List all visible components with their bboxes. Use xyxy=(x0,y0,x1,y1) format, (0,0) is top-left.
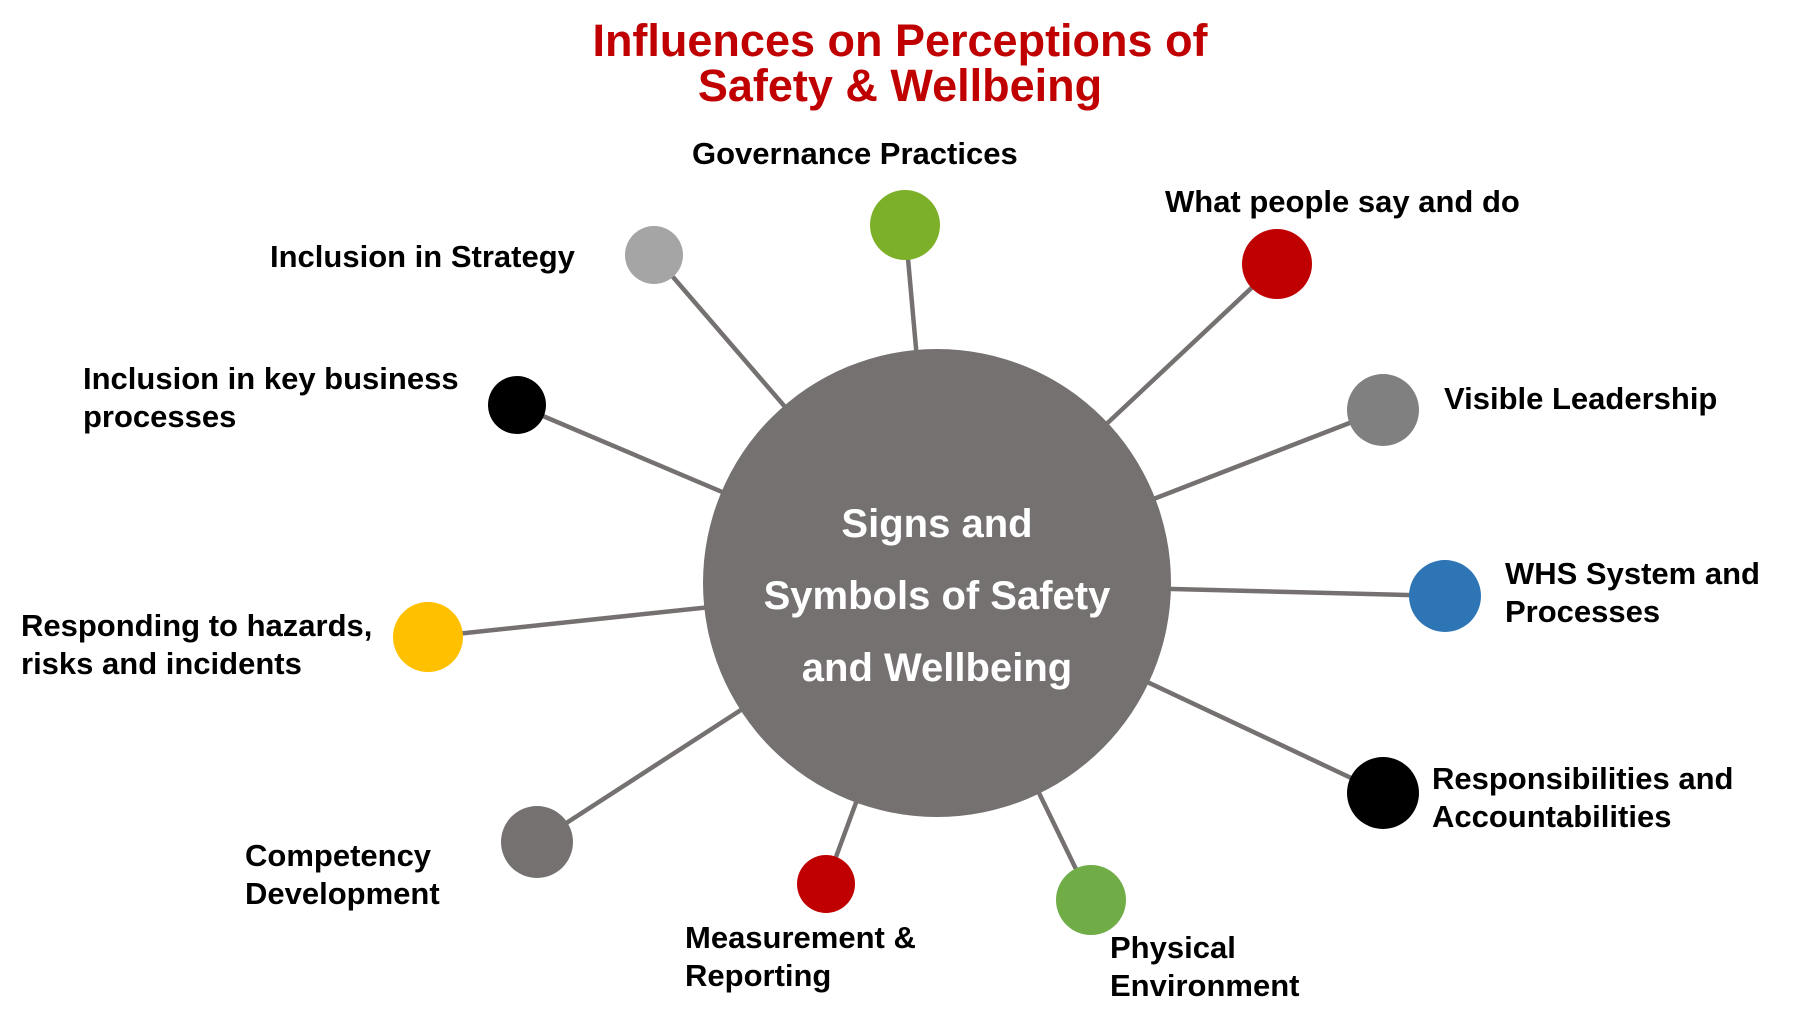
label-line: Reporting xyxy=(685,958,832,993)
label-line: Responding to hazards, xyxy=(21,608,373,643)
hub-label: Signs and Symbols of Safety and Wellbein… xyxy=(703,488,1171,704)
label-line: Inclusion in key business xyxy=(83,361,459,396)
node-responsibilities-dot xyxy=(1347,757,1419,829)
node-responding-dot xyxy=(393,602,463,672)
label-line: processes xyxy=(83,399,237,434)
node-key-business-dot xyxy=(488,376,546,434)
label-measurement: Measurement & Reporting xyxy=(685,919,916,995)
label-strategy: Inclusion in Strategy xyxy=(270,238,575,276)
label-responsibilities: Responsibilities and Accountabilities xyxy=(1432,760,1733,836)
label-line: Competency xyxy=(245,838,432,873)
node-what-people-say-dot xyxy=(1242,229,1312,299)
node-strategy-dot xyxy=(625,226,683,284)
label-line: Responsibilities and xyxy=(1432,761,1734,796)
label-line: Development xyxy=(245,876,440,911)
title-line-1: Influences on Perceptions of xyxy=(592,15,1208,66)
label-line: risks and incidents xyxy=(21,646,302,681)
hub-line-1: Signs and xyxy=(841,502,1033,546)
title-line-2: Safety & Wellbeing xyxy=(697,60,1103,111)
label-line: What people say and do xyxy=(1165,184,1520,219)
label-key-business: Inclusion in key business processes xyxy=(83,360,459,436)
label-visible-leadership: Visible Leadership xyxy=(1444,380,1717,418)
node-visible-leadership-dot xyxy=(1347,374,1419,446)
label-physical-environment: Physical Environment xyxy=(1110,929,1299,1005)
label-line: Governance Practices xyxy=(692,136,1018,171)
label-line: Processes xyxy=(1505,594,1661,629)
label-what-people-say: What people say and do xyxy=(1165,183,1520,221)
label-line: WHS System and xyxy=(1505,556,1760,591)
label-whs-system: WHS System and Processes xyxy=(1505,555,1760,631)
label-line: Accountabilities xyxy=(1432,799,1672,834)
label-line: Visible Leadership xyxy=(1444,381,1718,416)
label-responding: Responding to hazards, risks and inciden… xyxy=(21,607,372,683)
diagram-title: Influences on Perceptions of Safety & We… xyxy=(0,18,1800,108)
node-whs-system-dot xyxy=(1409,560,1481,632)
label-line: Inclusion in Strategy xyxy=(270,239,575,274)
label-line: Measurement & xyxy=(685,920,916,955)
hub-line-3: and Wellbeing xyxy=(801,646,1073,690)
node-competency-dot xyxy=(501,806,573,878)
hub-circle xyxy=(703,349,1171,817)
label-governance: Governance Practices xyxy=(692,135,1018,173)
label-competency: Competency Development xyxy=(245,837,440,913)
hub-line-2: Symbols of Safety xyxy=(763,574,1111,618)
label-line: Physical xyxy=(1110,930,1236,965)
node-physical-environment-dot xyxy=(1056,865,1126,935)
node-measurement-dot xyxy=(797,855,855,913)
label-line: Environment xyxy=(1110,968,1300,1003)
node-governance-dot xyxy=(870,190,940,260)
